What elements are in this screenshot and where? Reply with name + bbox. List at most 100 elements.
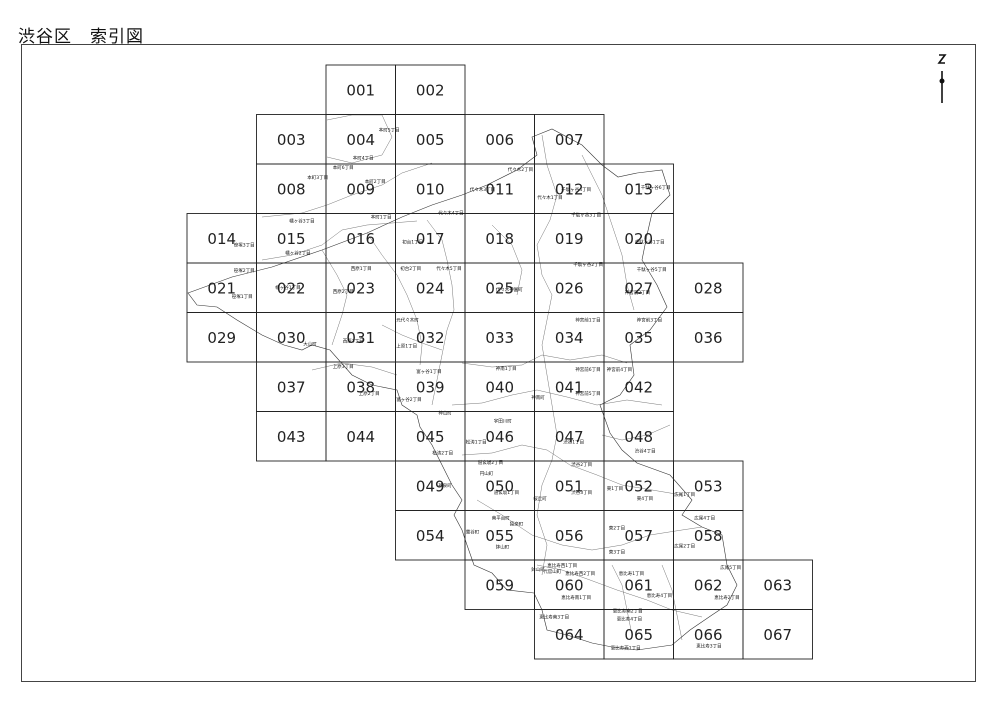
town-label: 上原3丁目	[333, 363, 354, 370]
sheet-number: 063	[763, 576, 792, 594]
town-label: 笹塚1丁目	[232, 293, 253, 300]
map-sheet-003[interactable]: 003	[256, 114, 327, 165]
map-sheet-031[interactable]: 031	[325, 312, 396, 363]
sheet-number: 042	[624, 378, 653, 396]
town-label: 本町2丁目	[365, 178, 386, 185]
sheet-number: 019	[555, 230, 584, 248]
town-label: 鉢山町	[531, 566, 545, 573]
town-label: 松涛2丁目	[432, 449, 453, 456]
map-sheet-002[interactable]: 002	[395, 64, 466, 115]
town-label: 恵比寿南3丁目	[539, 613, 569, 620]
town-label: 神宮前1丁目	[575, 316, 600, 323]
map-sheet-037[interactable]: 037	[256, 361, 327, 412]
map-sheet-052[interactable]: 052	[603, 460, 674, 511]
sheet-cell[interactable]	[673, 312, 744, 363]
map-sheet-050[interactable]: 050	[464, 460, 535, 511]
sheet-number: 044	[346, 428, 375, 446]
town-label: 初台2丁目	[400, 265, 421, 272]
sheet-number: 034	[555, 329, 584, 347]
map-sheet-043[interactable]: 043	[256, 411, 327, 462]
sheet-number: 013	[624, 180, 653, 198]
map-sheet-028[interactable]: 028	[673, 262, 744, 313]
town-label: 笹塚3丁目	[234, 241, 255, 248]
map-sheet-017[interactable]: 017	[395, 213, 466, 264]
sheet-number: 017	[416, 230, 445, 248]
sheet-number: 001	[346, 81, 375, 99]
town-label: 広尾2丁目	[674, 542, 695, 549]
town-label: 神宮前6丁目	[575, 366, 600, 373]
map-sheet-066[interactable]: 066	[673, 609, 744, 660]
map-sheet-020[interactable]: 020	[603, 213, 674, 264]
sheet-number: 020	[624, 230, 653, 248]
town-label: 西原3丁目	[343, 338, 364, 344]
town-label: 渋谷2丁目	[571, 461, 592, 468]
map-sheet-029[interactable]: 029	[186, 312, 257, 363]
map-sheet-053[interactable]: 053	[673, 460, 744, 511]
map-sheet-001[interactable]: 001	[325, 64, 396, 115]
map-sheet-049[interactable]: 049	[395, 460, 466, 511]
sheet-number: 050	[485, 477, 514, 495]
sheet-number: 051	[555, 477, 584, 495]
map-sheet-044[interactable]: 044	[325, 411, 396, 462]
map-sheet-006[interactable]: 006	[464, 114, 535, 165]
sheet-number: 039	[416, 378, 445, 396]
map-sheet-010[interactable]: 010	[395, 163, 466, 214]
town-label: 恵比寿1丁目	[619, 570, 644, 577]
map-sheet-059[interactable]: 059	[464, 559, 535, 610]
town-label: 千駄ヶ谷2丁目	[573, 261, 603, 268]
sheet-number: 009	[346, 180, 375, 198]
town-label: 代々木2丁目	[508, 166, 533, 173]
map-sheet-051[interactable]: 051	[534, 460, 605, 511]
map-sheet-056[interactable]: 056	[534, 510, 605, 561]
town-label: 代々木4丁目	[438, 209, 463, 216]
town-label: 千駄ヶ谷5丁目	[637, 266, 667, 273]
map-sheet-054[interactable]: 054	[395, 510, 466, 561]
town-label: 幡ヶ谷1丁目	[275, 284, 300, 291]
town-label: 幡ヶ谷3丁目	[289, 217, 314, 224]
sheet-number: 002	[416, 81, 445, 99]
town-label: 恵比寿西1丁目	[547, 562, 577, 569]
map-sheet-005[interactable]: 005	[395, 114, 466, 165]
map-sheet-018[interactable]: 018	[464, 213, 535, 264]
town-label: 道玄坂2丁目	[478, 459, 503, 466]
town-label: 代々木5丁目	[436, 265, 461, 272]
town-label: 渋谷3丁目	[571, 489, 592, 496]
sheet-number: 027	[624, 279, 653, 297]
sheet-cell[interactable]	[742, 609, 813, 660]
map-sheet-016[interactable]: 016	[325, 213, 396, 264]
sheet-number: 026	[555, 279, 584, 297]
town-label: 神南町	[531, 394, 545, 401]
sheet-number: 007	[555, 131, 584, 149]
town-label: 道玄坂1丁目	[494, 489, 519, 496]
sheet-number: 031	[346, 329, 375, 347]
town-label: 鶯谷町	[466, 528, 480, 535]
sheet-number: 062	[694, 576, 723, 594]
sheet-number: 024	[416, 279, 445, 297]
map-sheet-009[interactable]: 009	[325, 163, 396, 214]
town-label: 東3丁目	[609, 548, 625, 555]
town-label: 千駄ヶ谷3丁目	[571, 211, 601, 218]
town-label: 恵比寿4丁目	[647, 592, 672, 599]
map-sheet-026[interactable]: 026	[534, 262, 605, 313]
map-sheet-019[interactable]: 019	[534, 213, 605, 264]
map-sheet-033[interactable]: 033	[464, 312, 535, 363]
sheet-number: 057	[624, 527, 653, 545]
map-sheet-063[interactable]: 063	[742, 559, 813, 610]
town-label: 上原1丁目	[396, 342, 417, 349]
map-sheet-047[interactable]: 047	[534, 411, 605, 462]
town-label: 西原1丁目	[351, 266, 372, 272]
map-sheet-008[interactable]: 008	[256, 163, 327, 214]
map-sheet-045[interactable]: 045	[395, 411, 466, 462]
town-label: 神宮前3丁目	[637, 316, 662, 323]
sheet-number: 043	[277, 428, 306, 446]
town-label: 東4丁目	[637, 495, 653, 502]
town-label: 松涛1丁目	[466, 438, 487, 445]
map-sheet-036[interactable]: 036	[673, 312, 744, 363]
map-sheet-014[interactable]: 014	[186, 213, 257, 264]
map-sheet-067[interactable]: 067	[742, 609, 813, 660]
sheet-number: 015	[277, 230, 306, 248]
sheet-number: 047	[555, 428, 584, 446]
town-label: 本町4丁目	[353, 154, 374, 161]
sheet-number: 058	[694, 527, 723, 545]
